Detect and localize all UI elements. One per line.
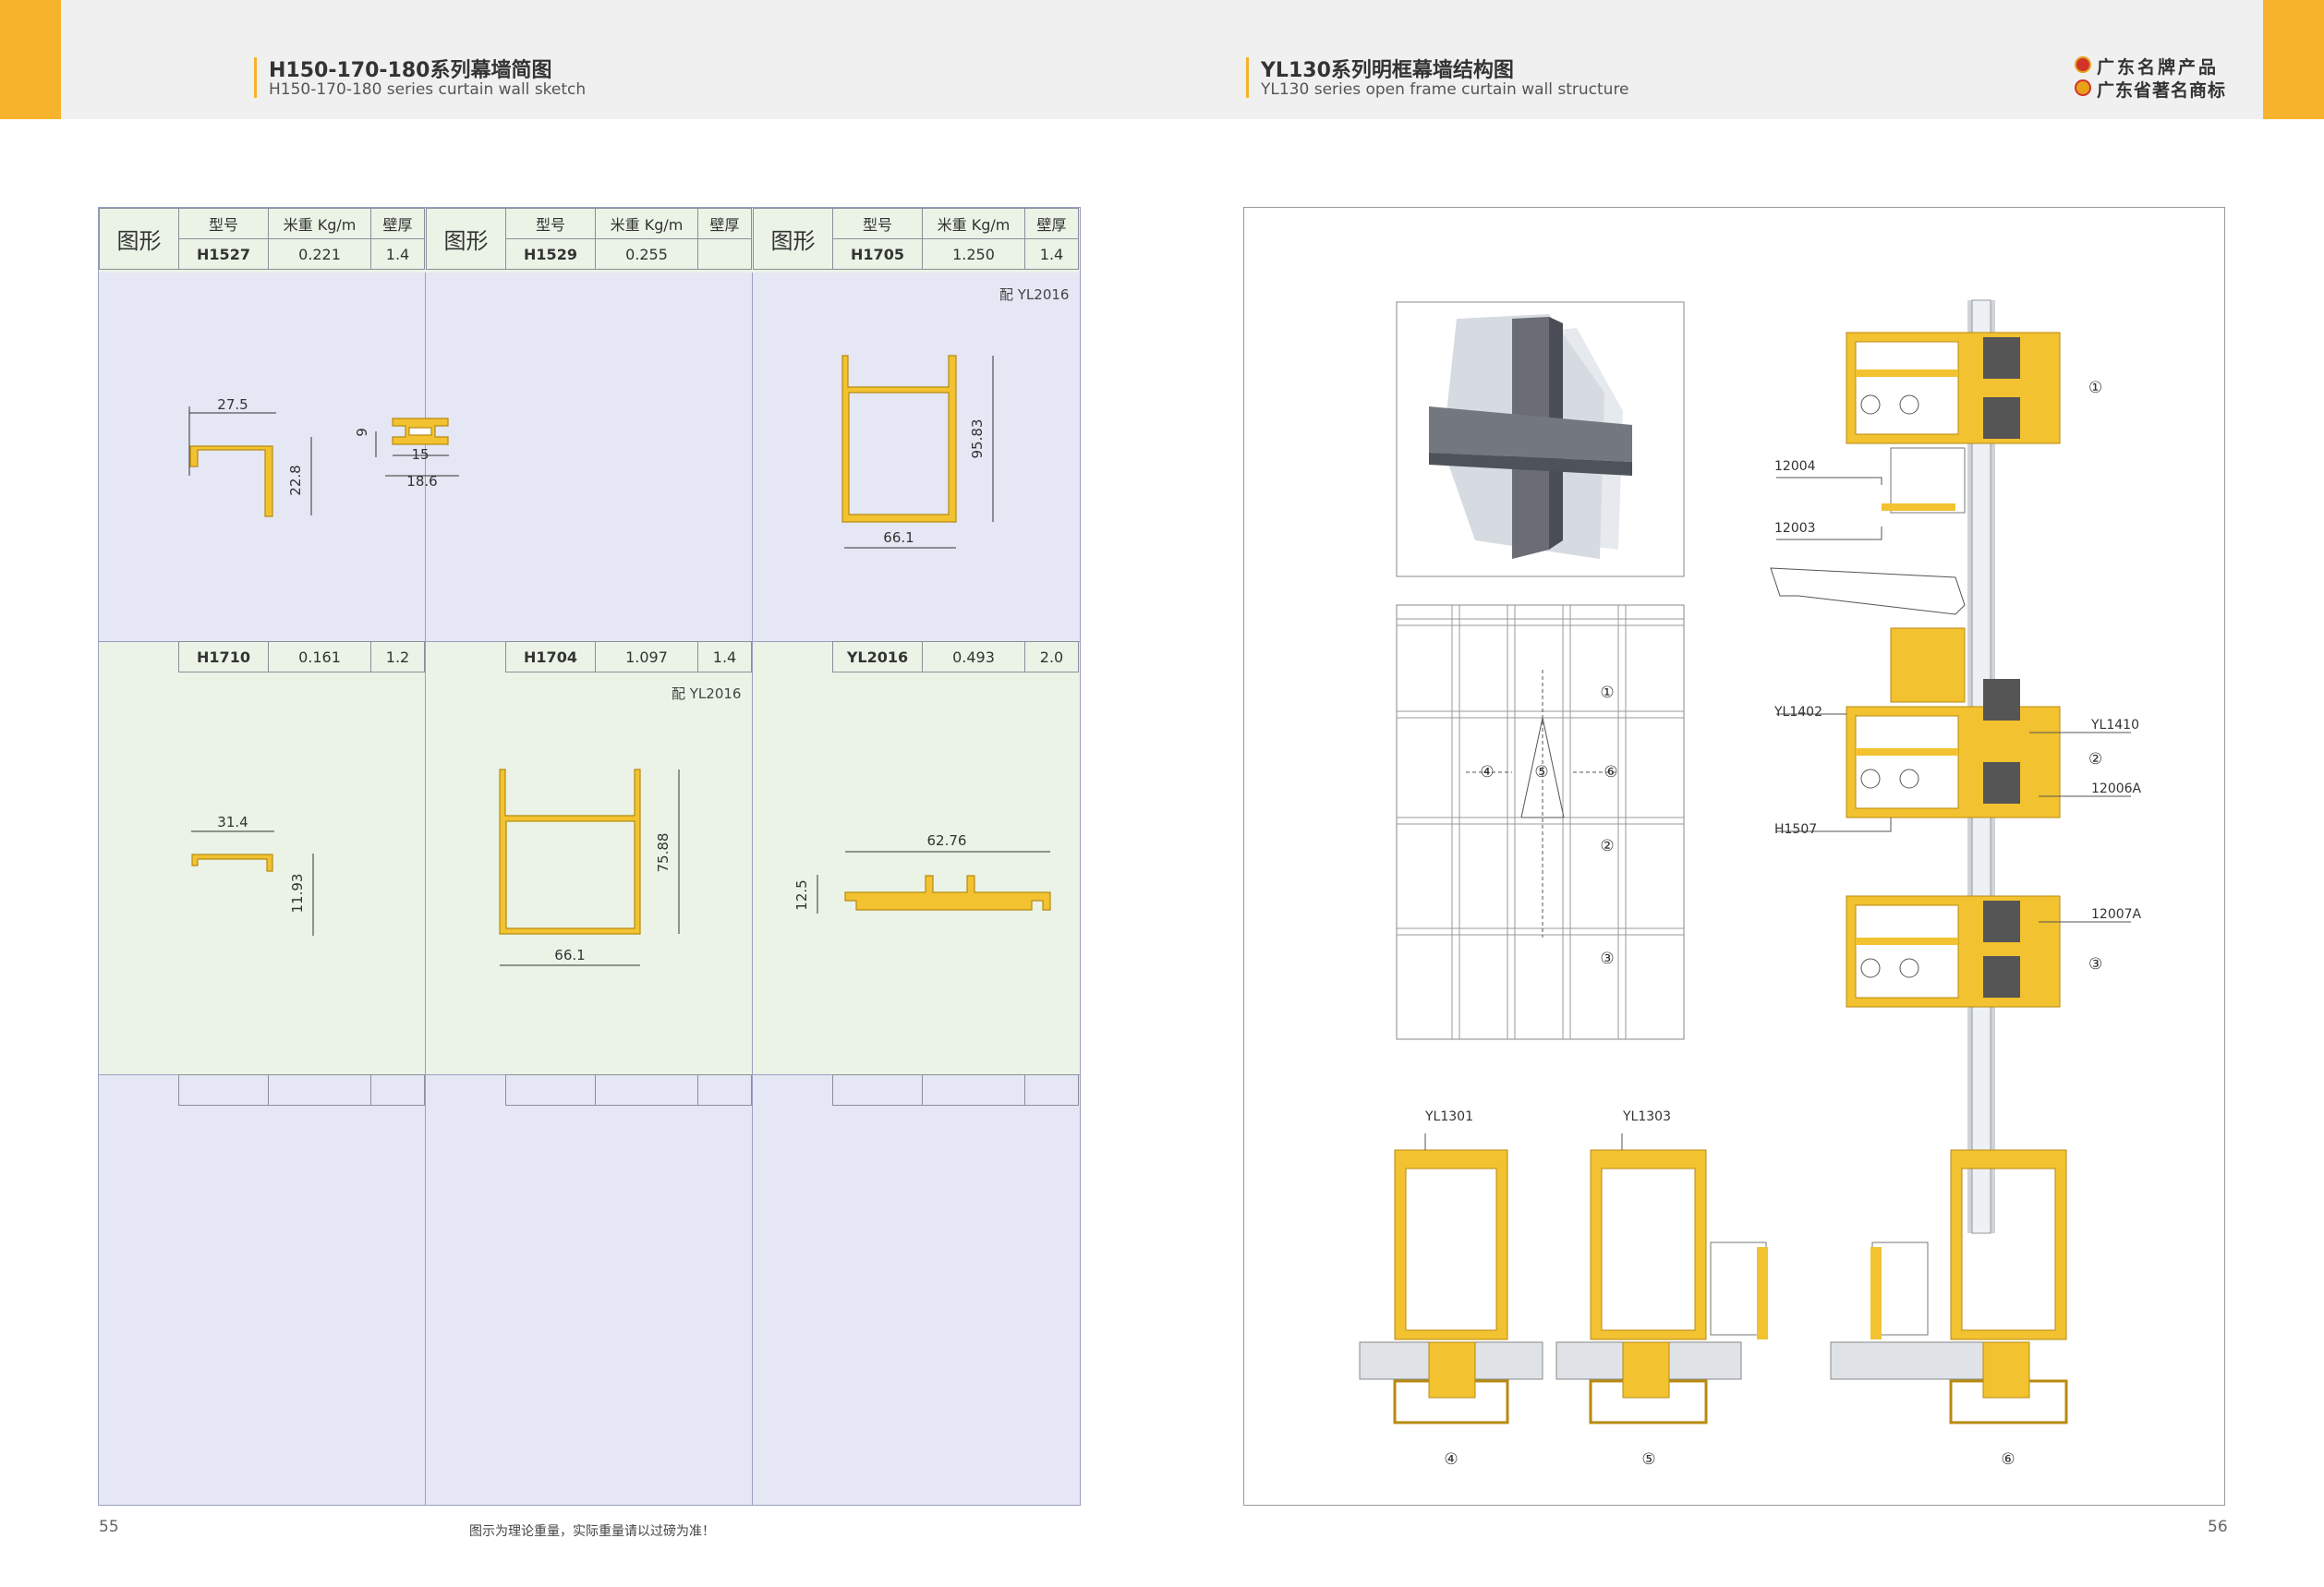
model-value: YL2016 <box>832 641 923 672</box>
right-page-subtitle: YL130 series open frame curtain wall str… <box>1261 80 1629 99</box>
callout-12003: 12003 <box>1774 521 1816 536</box>
svg-text:62.76: 62.76 <box>927 832 967 849</box>
weight-value: 1.250 <box>922 238 1025 270</box>
weight-disclaimer: 图示为理论重量，实际重量请以过磅为准！ <box>469 1524 715 1539</box>
svg-text:66.1: 66.1 <box>883 529 914 546</box>
svg-text:③: ③ <box>2088 955 2102 974</box>
trademark-icon <box>2075 79 2091 96</box>
callout-12007a: 12007A <box>2091 907 2142 922</box>
svg-text:9: 9 <box>354 428 370 437</box>
page-number-left: 55 <box>99 1518 119 1536</box>
spec-table-h1527: 图形 型号 米重 Kg/m 壁厚 H1527 0.221 1.4 <box>99 208 425 270</box>
spec-table-h1710: H1710 0.161 1.2 <box>178 641 425 672</box>
svg-text:④: ④ <box>1444 1450 1458 1469</box>
shape-label: 图形 <box>426 208 506 270</box>
callout-yl1402: YL1402 <box>1774 705 1822 720</box>
spec-table-h1704: H1704 1.097 1.4 <box>505 641 752 672</box>
pairing-note: 配 YL2016 <box>672 685 742 702</box>
thickness-value <box>697 238 752 270</box>
svg-text:95.83: 95.83 <box>969 419 986 459</box>
elevation-mark-4: ④ <box>1480 763 1494 781</box>
svg-text:15: 15 <box>411 446 429 463</box>
spec-table-h1529: 图形 型号 米重 Kg/m 壁厚 H1529 0.255 <box>426 208 752 270</box>
spec-table-empty <box>178 1074 425 1106</box>
thickness-value: 1.4 <box>1024 238 1079 270</box>
page-number-right: 56 <box>2208 1518 2228 1536</box>
brand-product-badge: 广东名牌产品 <box>2097 57 2220 78</box>
weight-header: 米重 Kg/m <box>595 208 698 239</box>
model-value: H1527 <box>178 238 269 270</box>
model-value: H1705 <box>832 238 923 270</box>
elevation-mark-6: ⑥ <box>1604 763 1617 781</box>
spec-table-h1705: 图形 型号 米重 Kg/m 壁厚 H1705 1.250 1.4 <box>753 208 1079 270</box>
model-header: 型号 <box>832 208 923 239</box>
model-value: H1529 <box>505 238 596 270</box>
svg-text:12.5: 12.5 <box>793 879 810 910</box>
elevation-mark-1: ① <box>1600 684 1614 702</box>
callout-h1507: H1507 <box>1774 822 1818 837</box>
right-title-bar <box>1246 57 1249 98</box>
svg-text:11.93: 11.93 <box>289 874 306 914</box>
weight-value: 1.097 <box>595 641 698 672</box>
profile-drawings: 27.5 22.8 9 15 18.6 95.83 66.1 31.4 11.9… <box>188 355 1051 966</box>
brand-product-icon <box>2075 56 2091 73</box>
thickness-value: 2.0 <box>1024 641 1079 672</box>
right-accent-strip <box>2263 0 2324 119</box>
elevation-mark-5: ⑤ <box>1534 763 1548 781</box>
svg-text:31.4: 31.4 <box>217 814 248 830</box>
svg-text:⑥: ⑥ <box>2001 1450 2015 1469</box>
svg-text:18.6: 18.6 <box>406 473 437 490</box>
elevation-mark-2: ② <box>1600 837 1614 855</box>
svg-text:75.88: 75.88 <box>655 833 672 873</box>
spec-table-empty <box>505 1074 752 1106</box>
elevation-mark-3: ③ <box>1600 950 1614 968</box>
callout-yl1410: YL1410 <box>2091 718 2139 733</box>
callout-12006a: 12006A <box>2091 781 2142 796</box>
page-header <box>0 0 2324 119</box>
thickness-value: 1.4 <box>697 641 752 672</box>
callout-yl1303: YL1303 <box>1623 1109 1671 1124</box>
thickness-header: 壁厚 <box>1024 208 1079 239</box>
left-page-subtitle: H150-170-180 series curtain wall sketch <box>269 80 587 99</box>
svg-text:⑤: ⑤ <box>1641 1450 1655 1469</box>
svg-text:66.1: 66.1 <box>554 947 585 963</box>
left-title-bar <box>254 57 257 98</box>
structure-drawing-panel: ① ② ③ ④ ⑤ ⑥ <box>1243 207 2225 1506</box>
thickness-value: 1.4 <box>370 238 425 270</box>
callout-yl1301: YL1301 <box>1425 1109 1473 1124</box>
shape-label: 图形 <box>753 208 833 270</box>
model-value: H1704 <box>505 641 596 672</box>
svg-text:①: ① <box>2088 379 2102 397</box>
thickness-value: 1.2 <box>370 641 425 672</box>
profile-table-panel: 图形 型号 米重 Kg/m 壁厚 H1527 0.221 1.4 图形 型号 米… <box>98 207 1081 1506</box>
weight-header: 米重 Kg/m <box>922 208 1025 239</box>
svg-text:②: ② <box>2088 750 2102 769</box>
pairing-note: 配 YL2016 <box>999 286 1070 303</box>
spec-table-yl2016: YL2016 0.493 2.0 <box>832 641 1079 672</box>
right-page-title: YL130系列明框幕墙结构图 <box>1261 59 1514 82</box>
left-page-title: H150-170-180系列幕墙简图 <box>269 59 552 82</box>
svg-text:27.5: 27.5 <box>217 396 248 413</box>
weight-value: 0.493 <box>922 641 1025 672</box>
weight-header: 米重 Kg/m <box>268 208 371 239</box>
weight-value: 0.161 <box>268 641 371 672</box>
structure-drawings: ① ② ③ ④ ⑤ ⑥ <box>1359 299 2131 1469</box>
svg-text:22.8: 22.8 <box>287 465 304 495</box>
spec-table-empty <box>832 1074 1079 1106</box>
trademark-badge: 广东省著名商标 <box>2097 80 2227 101</box>
shape-label: 图形 <box>99 208 179 270</box>
callout-12004: 12004 <box>1774 459 1816 474</box>
left-accent-strip <box>0 0 61 119</box>
